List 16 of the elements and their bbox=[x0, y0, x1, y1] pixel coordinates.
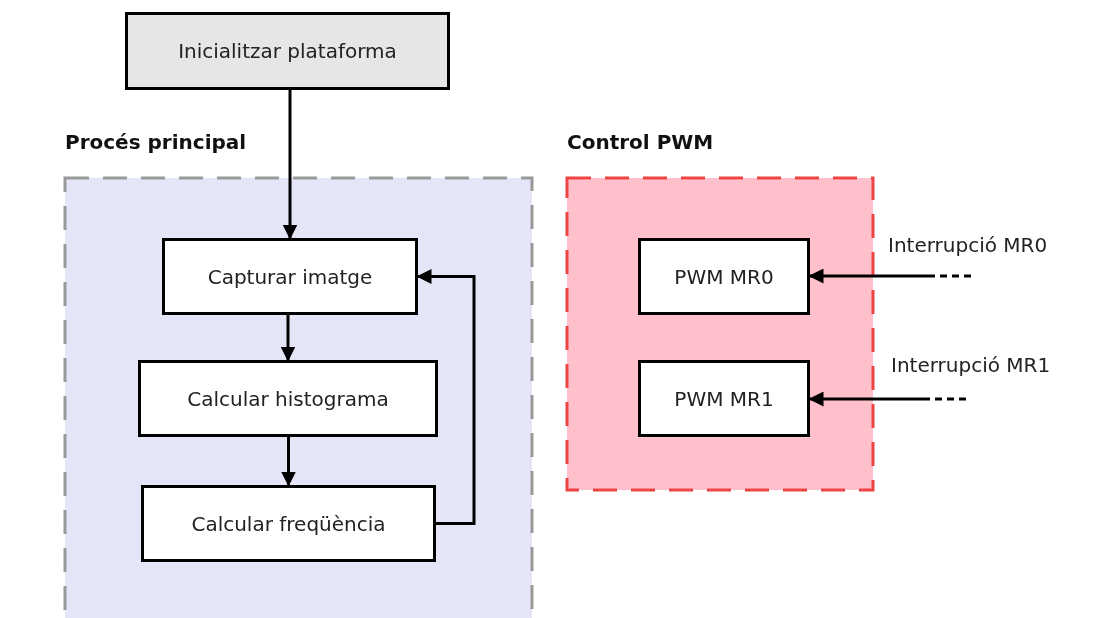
process-box: Calcular freqüència bbox=[141, 485, 436, 562]
arrow bbox=[416, 269, 476, 525]
process-box: Inicialitzar plataforma bbox=[125, 12, 450, 90]
interrupt-label: Interrupció MR1 bbox=[891, 353, 1051, 377]
arrow bbox=[808, 391, 930, 407]
arrow bbox=[282, 90, 298, 240]
group-heading: Procés principal bbox=[65, 130, 247, 154]
process-box: PWM MR1 bbox=[638, 360, 810, 437]
arrow bbox=[280, 315, 296, 362]
arrow bbox=[281, 437, 296, 487]
group-heading: Control PWM bbox=[567, 130, 714, 154]
interrupt-label: Interrupció MR0 bbox=[888, 233, 1048, 257]
process-box: Calcular histograma bbox=[138, 360, 438, 437]
process-box: Capturar imatge bbox=[162, 238, 418, 315]
arrow bbox=[808, 268, 935, 284]
process-box: PWM MR0 bbox=[638, 238, 810, 315]
